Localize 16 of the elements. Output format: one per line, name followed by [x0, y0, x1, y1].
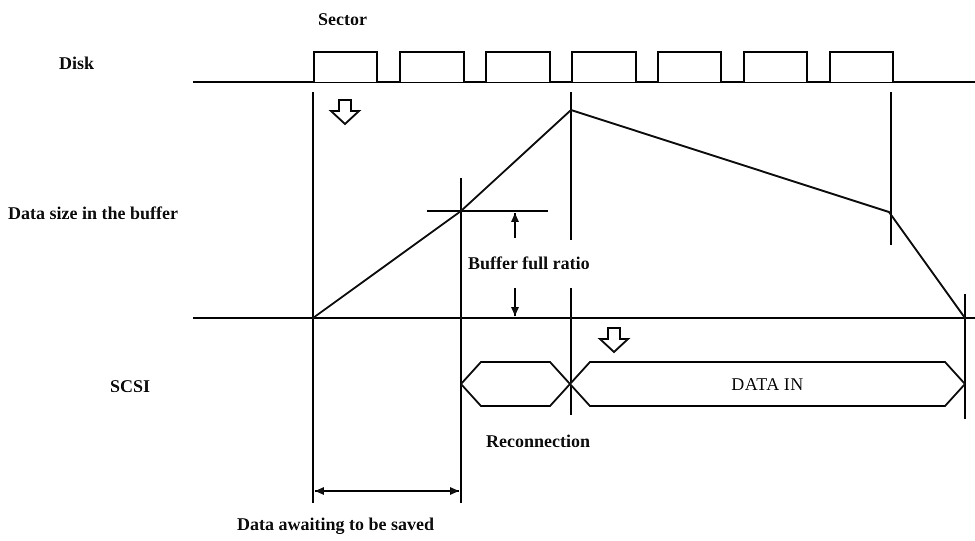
axis-label: Data size in the buffer — [8, 204, 178, 224]
sector-block — [313, 51, 378, 82]
sector-block — [571, 51, 637, 82]
bus-phase-hexagon — [460, 361, 572, 407]
phase-caption: Reconnection — [486, 432, 590, 452]
axis-label: Disk — [59, 54, 94, 74]
axis-label: SCSI — [110, 377, 150, 397]
sector-block — [399, 51, 465, 82]
axis-label: Sector — [318, 10, 367, 30]
axis-label: Buffer full ratio — [468, 254, 590, 274]
sector-block — [743, 51, 808, 82]
phase-label: DATA IN — [731, 374, 804, 394]
sector-block — [657, 51, 722, 82]
sector-block — [829, 51, 894, 82]
sector-block — [485, 51, 551, 82]
axis-label: Data awaiting to be saved — [237, 515, 434, 535]
